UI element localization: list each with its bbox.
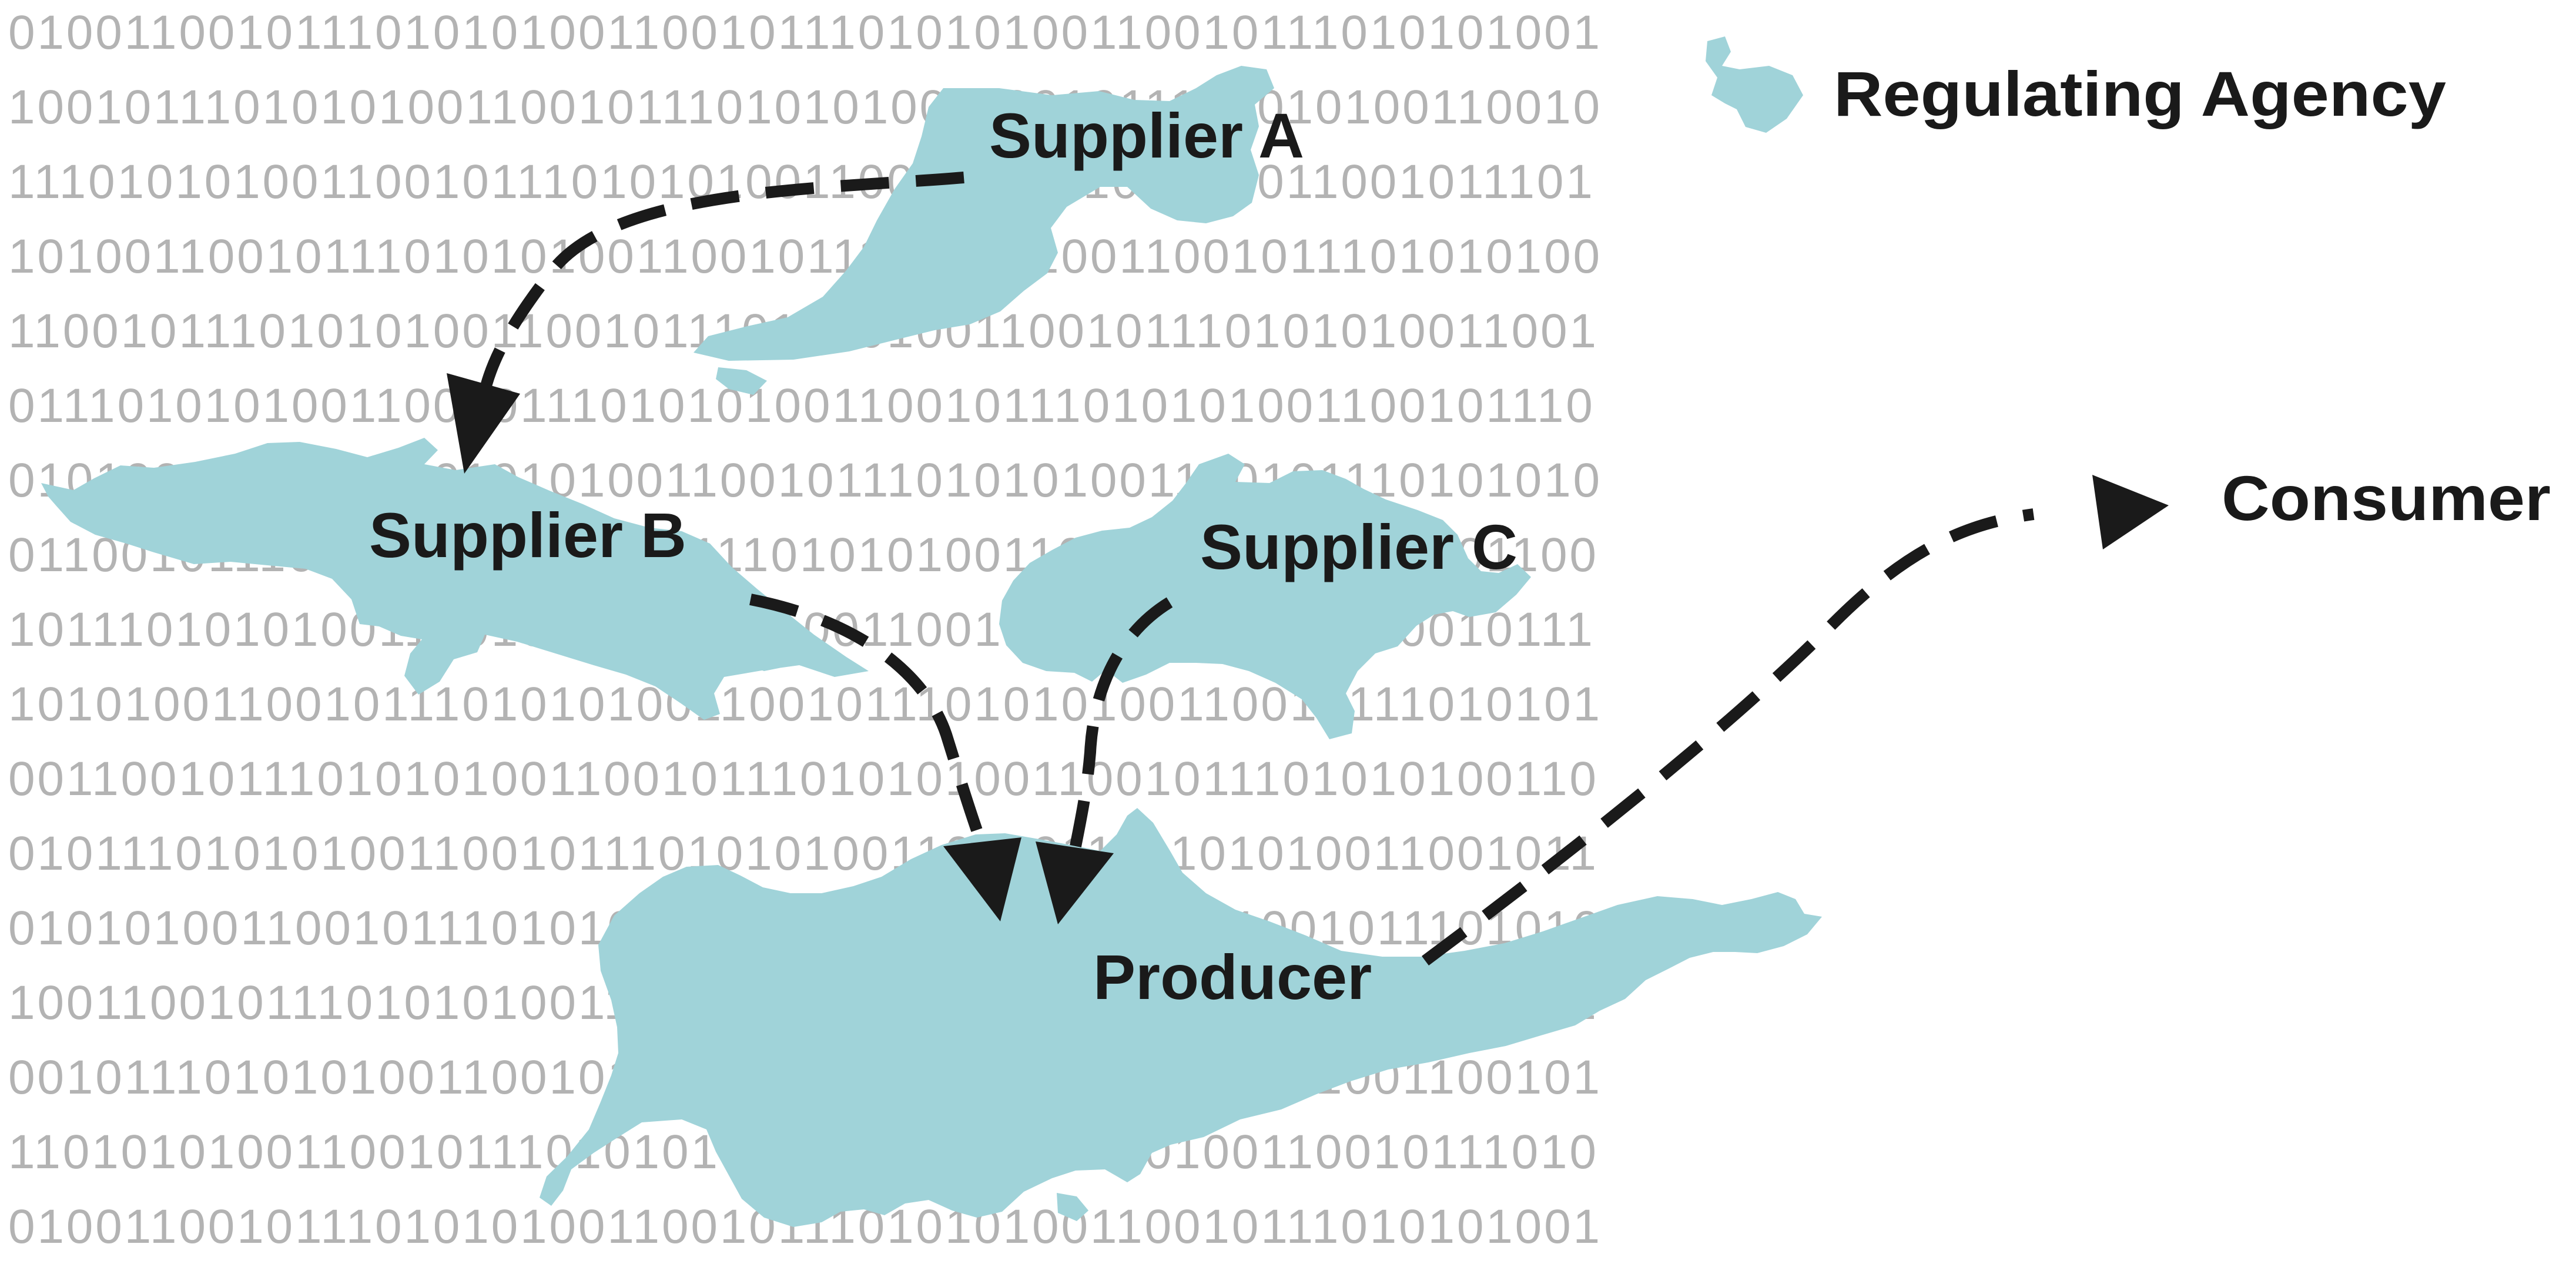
label-supplier-b: Supplier B: [369, 499, 686, 571]
label-producer: Producer: [1093, 941, 1372, 1012]
arrow-head-producer-right: [1036, 841, 1114, 924]
label-supplier-c: Supplier C: [1200, 511, 1518, 582]
supplier-a-island: [694, 66, 1274, 395]
regulating-agency-island: [1706, 36, 1803, 133]
arrow-head-supplier-b: [447, 373, 520, 474]
arrow-supplier-b-to-producer: [749, 594, 990, 854]
producer-island: [540, 808, 1822, 1227]
supplier-c-island: [999, 454, 1531, 739]
supplier-b-island: [41, 438, 869, 720]
arrow-supplier-c-to-producer: [1070, 597, 1173, 847]
arrow-producer-to-consumer: [1422, 508, 2035, 966]
label-regulating-agency: Regulating Agency: [1834, 58, 2446, 129]
arrow-head-producer-left: [943, 837, 1021, 921]
label-supplier-a: Supplier A: [989, 100, 1304, 171]
arrow-head-consumer: [2092, 475, 2169, 549]
arrow-supplier-a-to-supplier-b: [476, 172, 964, 407]
label-consumer: Consumer: [2222, 462, 2551, 534]
